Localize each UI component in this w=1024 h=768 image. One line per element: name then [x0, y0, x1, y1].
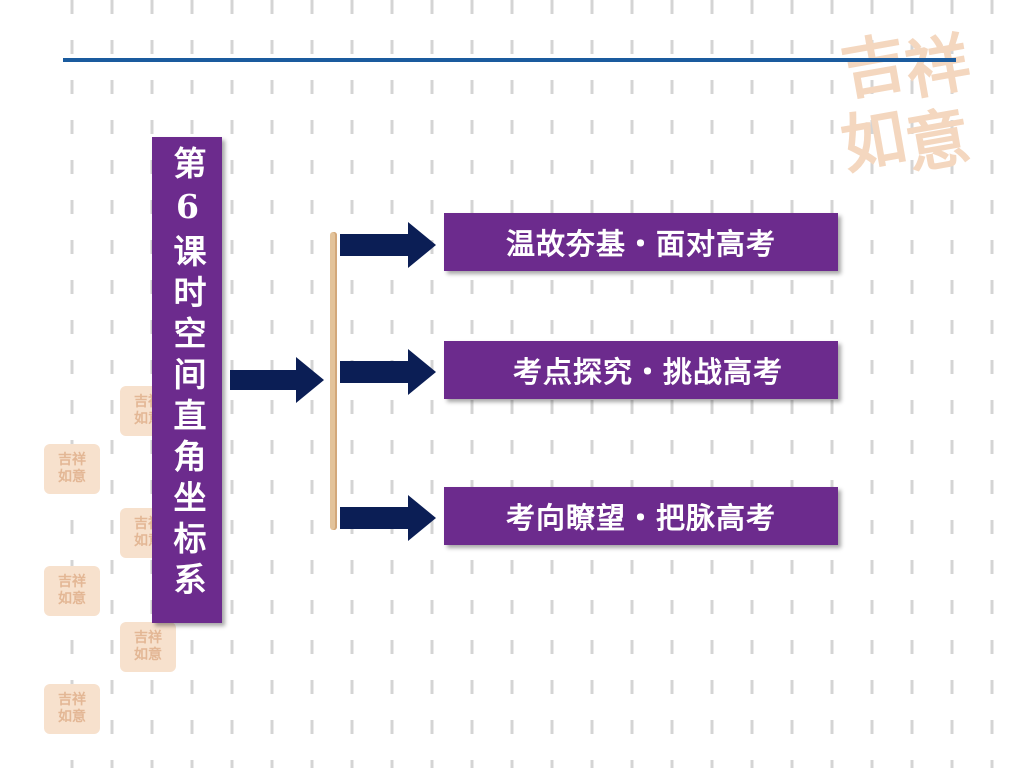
section-link-label: 考向瞭望・把脉高考 [505, 501, 776, 535]
section-link-review[interactable]: 温故夯基・面对高考 [444, 213, 838, 271]
header-divider [63, 58, 956, 62]
section-link-label: 考点探究・挑战高考 [512, 355, 783, 389]
lesson-title-panel: 第6课时空间直角坐标系 [152, 137, 222, 623]
section-link-label: 温故夯基・面对高考 [505, 227, 776, 261]
main-right-arrow-icon [230, 357, 324, 403]
branch-right-arrow-icon [340, 495, 436, 541]
section-link-outlook[interactable]: 考向瞭望・把脉高考 [444, 487, 838, 545]
auspicious-seal-icon: 吉祥 如意 [120, 622, 176, 672]
bracket-connector [330, 232, 337, 530]
section-link-explore[interactable]: 考点探究・挑战高考 [444, 341, 838, 399]
auspicious-seal-large-icon: 吉祥 如意 [835, 25, 976, 184]
lesson-title: 第6课时空间直角坐标系 [168, 146, 207, 603]
auspicious-seal-icon: 吉祥 如意 [44, 684, 100, 734]
branch-right-arrow-icon [340, 222, 436, 268]
branch-right-arrow-icon [340, 349, 436, 395]
auspicious-seal-icon: 吉祥 如意 [44, 566, 100, 616]
auspicious-seal-icon: 吉祥 如意 [44, 444, 100, 494]
